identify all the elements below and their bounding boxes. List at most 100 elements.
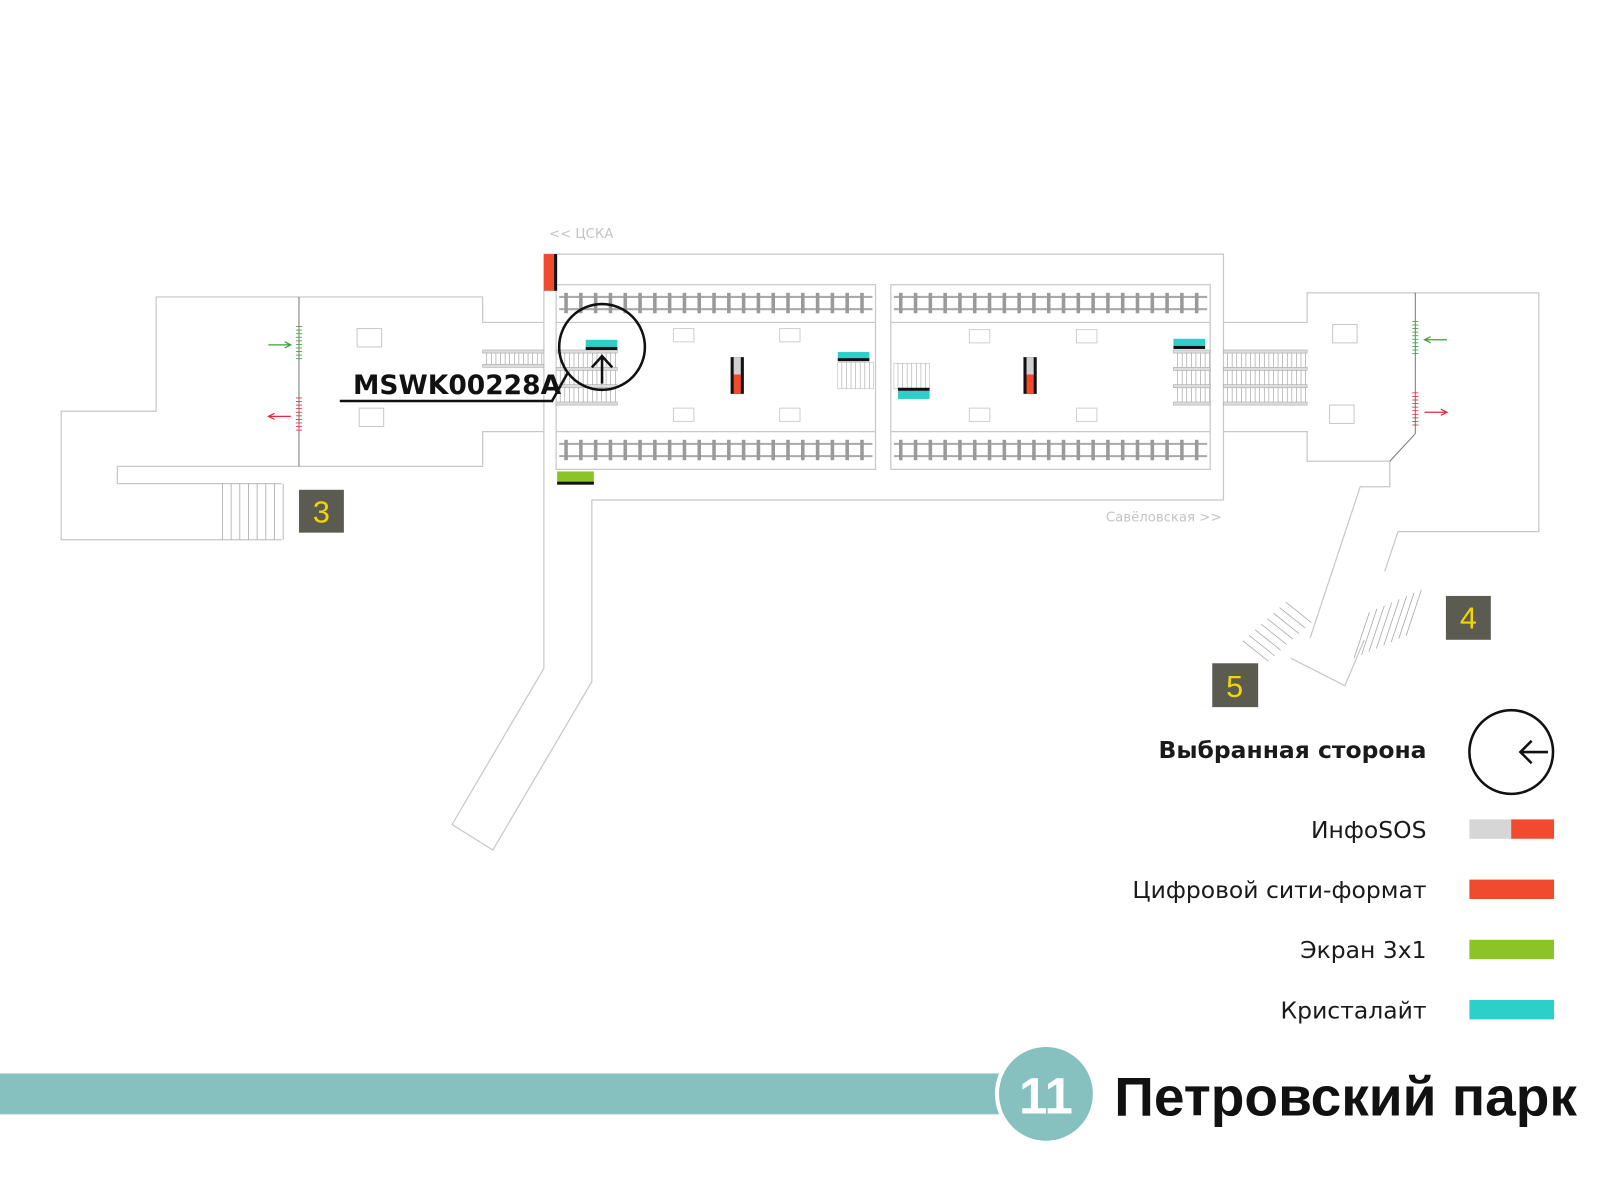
sleeper: [1017, 292, 1021, 314]
escalator-rail: [482, 349, 545, 354]
column: [1332, 323, 1358, 344]
sleeper: [943, 439, 947, 461]
infosos-marker[interactable]: [730, 357, 744, 394]
stair-step: [1279, 607, 1306, 629]
sleeper: [1091, 292, 1095, 314]
stair-step: [1242, 640, 1269, 662]
escalator-rail: [1223, 384, 1308, 389]
sleeper: [1120, 439, 1125, 461]
escalator-rail: [482, 363, 545, 368]
legend-screen-swatch: [1469, 939, 1555, 960]
stair-step: [1267, 618, 1294, 640]
sleeper: [1150, 439, 1155, 461]
stair-step: [1353, 612, 1370, 659]
legend-selected-side-label: Выбранная сторона: [1158, 736, 1426, 764]
sleeper: [1046, 292, 1051, 314]
sleeper: [593, 439, 598, 461]
selected-panel-id: MSWK00228A: [353, 370, 562, 401]
sleeper: [972, 292, 977, 314]
sleeper: [756, 292, 761, 314]
svg-text:5: 5: [1226, 670, 1243, 704]
exit-arrow-icon: [1424, 408, 1449, 416]
bench: [672, 328, 695, 343]
stair-step: [1368, 605, 1385, 652]
column: [356, 328, 383, 348]
sleeper: [564, 292, 568, 314]
exit-4: 4: [1445, 595, 1491, 640]
bench: [779, 407, 801, 422]
legend-crystalight-label: Кристалайт: [1281, 996, 1427, 1024]
stair-step: [1260, 623, 1287, 645]
stair-step: [1285, 601, 1312, 623]
infosos-marker[interactable]: [1023, 357, 1037, 394]
exit-3: 3: [298, 489, 344, 533]
escalator-rail: [555, 401, 618, 406]
sleeper: [1076, 439, 1081, 461]
legend-digital-city-format-label: Цифровой сити-формат: [1132, 876, 1426, 904]
screen-3x1-marker[interactable]: [557, 471, 594, 485]
stair-step: [1390, 596, 1407, 643]
sleeper: [1106, 292, 1110, 314]
sleeper: [830, 439, 835, 461]
escalator-rail: [1223, 367, 1308, 371]
selected-side-icon: [1468, 708, 1555, 796]
sleeper: [1061, 439, 1066, 461]
stair-step: [1405, 589, 1422, 636]
sleeper: [898, 292, 903, 314]
stair-step: [1398, 592, 1415, 640]
sleeper: [667, 292, 672, 314]
escalator-rail: [1173, 349, 1211, 354]
sleeper: [928, 292, 933, 314]
stair-step: [1254, 629, 1281, 651]
legend-screen-label: Экран 3х1: [1300, 936, 1426, 964]
sleeper: [1180, 292, 1184, 314]
sleeper: [786, 292, 790, 314]
sleeper: [1135, 292, 1140, 314]
svg-text:3: 3: [313, 495, 330, 529]
sleeper: [1061, 292, 1066, 314]
sleeper: [815, 439, 820, 461]
line-number: 11: [1019, 1067, 1073, 1124]
sleeper: [1180, 439, 1184, 461]
sleeper: [1076, 292, 1081, 314]
column: [358, 407, 385, 428]
station-walls: [60, 253, 1540, 851]
escalator-rail: [1223, 349, 1308, 354]
sleeper: [741, 292, 746, 314]
crystalight-marker[interactable]: [1173, 338, 1206, 349]
crystalight-marker[interactable]: [585, 339, 618, 350]
sleeper: [771, 439, 775, 461]
sleeper: [943, 292, 947, 314]
selected-panel-indicator[interactable]: MSWK00228A: [339, 302, 647, 403]
escalator-rail: [1173, 401, 1211, 406]
sleeper: [801, 292, 805, 314]
direction-right-label: Савёловская >>: [1106, 509, 1222, 525]
bench: [968, 407, 991, 422]
bench: [1076, 407, 1098, 422]
sleeper: [913, 292, 918, 314]
sleeper: [756, 439, 761, 461]
sleeper: [1017, 439, 1021, 461]
sleeper: [682, 439, 687, 461]
sleeper: [987, 292, 992, 314]
sleeper: [697, 292, 702, 314]
sleeper: [608, 439, 613, 461]
legend-digital-city-format-swatch: [1469, 879, 1555, 899]
entry-arrow-icon: [268, 341, 293, 349]
sleeper: [667, 439, 672, 461]
sleeper: [1032, 439, 1036, 461]
sleeper: [860, 439, 864, 461]
sleeper: [845, 292, 849, 314]
entry-arrow-icon: [1423, 336, 1447, 344]
crystalight-marker[interactable]: [897, 387, 930, 399]
sleeper: [913, 439, 918, 461]
sleeper: [786, 439, 790, 461]
sleeper: [623, 439, 628, 461]
sleeper: [845, 439, 849, 461]
exit-arrow-icon: [266, 412, 291, 420]
legend-infosos-swatch: [1469, 819, 1513, 839]
crystalight-marker[interactable]: [837, 352, 870, 362]
sleeper: [928, 439, 933, 461]
escalator-rail: [1173, 384, 1211, 389]
digital-city-format-marker[interactable]: [543, 254, 558, 291]
